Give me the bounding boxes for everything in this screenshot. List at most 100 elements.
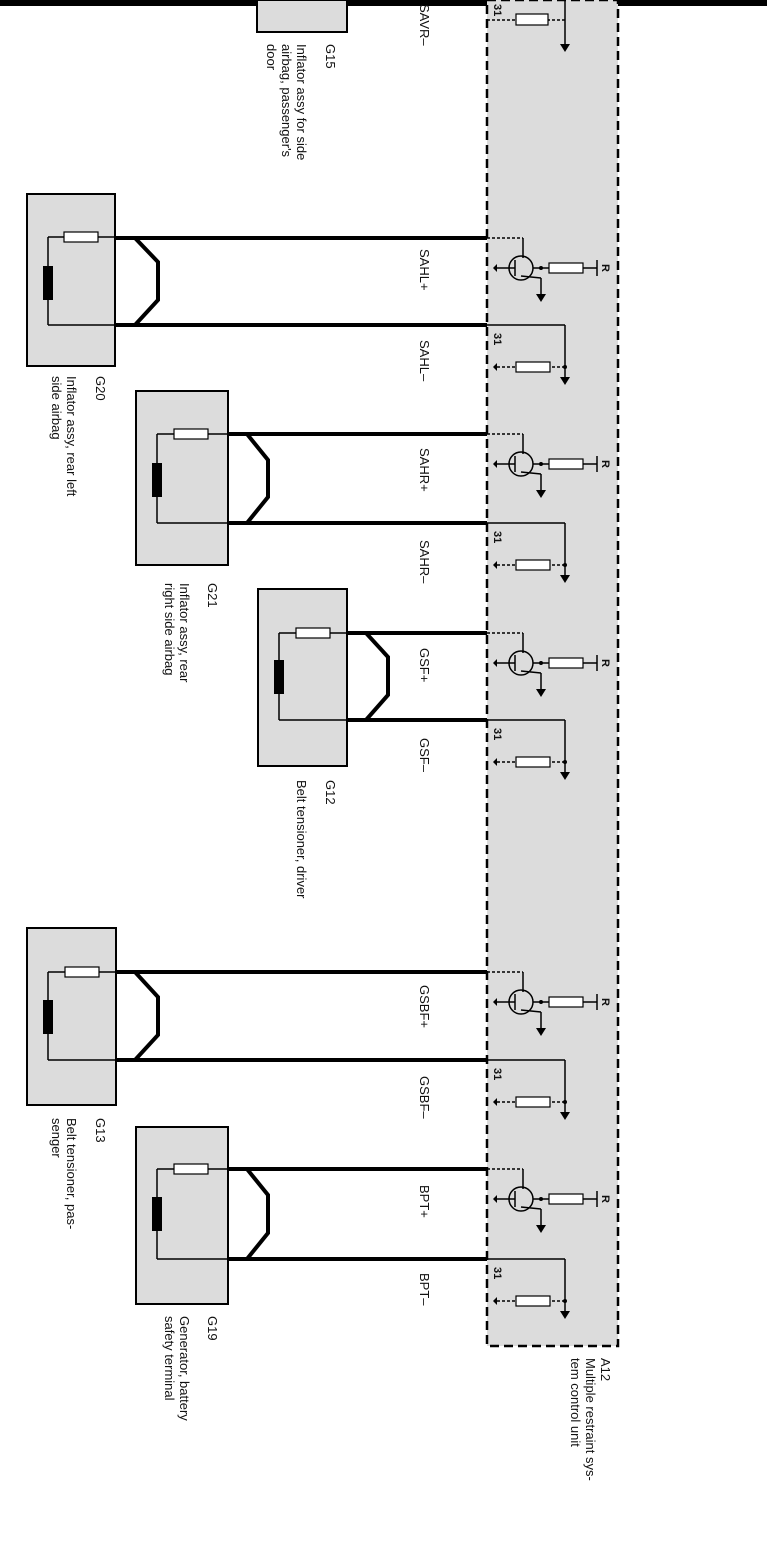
base-terminal-arrow	[493, 998, 497, 1006]
ground-arrow	[560, 1112, 570, 1120]
emitter-ground-arrow	[536, 490, 546, 498]
control-unit-a12-box	[485, 0, 620, 1348]
component-g20-id: G20	[93, 376, 108, 401]
pin-label-31: 31	[491, 531, 503, 543]
pin-label-r: R	[599, 659, 611, 667]
component-g12-id: G12	[323, 780, 338, 805]
ground-terminal-arrow	[493, 1098, 497, 1106]
ground-resistor	[515, 1096, 551, 1108]
base-terminal-arrow	[493, 1195, 497, 1203]
component-g21-desc-2: right side airbag	[162, 583, 177, 676]
component-g21-id: G21	[205, 583, 220, 608]
ground-arrow	[560, 1311, 570, 1319]
signal-gsf-plus: GSF+	[417, 648, 432, 682]
junction-dot	[563, 563, 567, 567]
base-terminal-arrow	[493, 460, 497, 468]
signal-gsbf-minus: GSBF–	[417, 1076, 432, 1119]
top-border	[0, 0, 767, 6]
signal-bpt-plus: BPT+	[417, 1185, 432, 1218]
component-g15-box	[256, 0, 348, 33]
wire-sahl-plus	[115, 236, 160, 327]
pin-label-31: 31	[491, 1068, 503, 1080]
transistor-emitter	[520, 1009, 542, 1013]
component-g20-desc-2: side airbag	[49, 376, 64, 440]
signal-gsf-minus: GSF–	[417, 738, 432, 773]
ground-arrow	[560, 575, 570, 583]
ground-terminal-arrow	[493, 561, 497, 569]
junction-dot	[563, 1100, 567, 1104]
component-g15-desc-3: door	[264, 44, 279, 71]
a12-ground-circuit-0: 31	[487, 0, 570, 52]
component-g19-desc-2: safety terminal	[162, 1316, 177, 1401]
component-g13-id: G13	[93, 1118, 108, 1143]
junction-dot	[563, 365, 567, 369]
pin-label-31: 31	[491, 1267, 503, 1279]
a12-internal-circuits: R R R R R 31 31 31 31 31	[487, 237, 611, 1319]
resistor-symbol	[548, 1193, 584, 1205]
ground-resistor	[515, 361, 551, 373]
base-terminal-arrow	[493, 264, 497, 272]
component-g20-desc-1: Inflator assy, rear left	[64, 376, 79, 497]
pin-label-r: R	[599, 1195, 611, 1203]
pin-label-31: 31	[491, 333, 503, 345]
component-g15-id: G15	[323, 44, 338, 69]
signal-gsbf-plus: GSBF+	[417, 985, 432, 1028]
junction-dot	[563, 1299, 567, 1303]
junction-dot	[539, 462, 543, 466]
pin-label-r: R	[599, 998, 611, 1006]
resistor-symbol	[548, 996, 584, 1008]
control-unit-a12-id: A12	[598, 1358, 613, 1381]
svg-text:31: 31	[491, 4, 503, 16]
component-g13-desc-2: senger	[49, 1118, 64, 1158]
junction-dot	[539, 661, 543, 665]
component-g19-desc-1: Generator, battery	[177, 1316, 192, 1421]
pin-label-r: R	[599, 264, 611, 272]
component-g15-desc-1: Inflator assy for side	[294, 44, 309, 160]
transistor-emitter	[520, 471, 542, 475]
emitter-ground-arrow	[536, 689, 546, 697]
signal-bpt-minus: BPT–	[417, 1273, 432, 1306]
component-g12-desc-1: Belt tensioner, driver	[294, 780, 309, 899]
component-g20	[26, 193, 116, 367]
signal-sahr-plus: SAHR+	[417, 448, 432, 492]
ground-terminal-arrow	[493, 363, 497, 371]
emitter-ground-arrow	[536, 1225, 546, 1233]
ground-terminal-arrow	[493, 1297, 497, 1305]
emitter-ground-arrow	[536, 1028, 546, 1036]
ground-terminal-arrow	[493, 758, 497, 766]
junction-dot	[539, 266, 543, 270]
ground-arrow	[560, 377, 570, 385]
signal-savr-minus: SAVR–	[417, 4, 432, 46]
pin-label-r: R	[599, 460, 611, 468]
base-terminal-arrow	[493, 659, 497, 667]
wire-sahr-plus	[228, 432, 270, 525]
component-g13-desc-1: Belt tensioner, pas-	[64, 1118, 79, 1229]
junction-dot	[563, 760, 567, 764]
control-unit-a12-desc-2: tem control unit	[568, 1358, 583, 1447]
transistor-emitter	[520, 1206, 542, 1210]
wire-bpt-plus	[228, 1167, 270, 1261]
component-g21	[135, 390, 229, 566]
transistor-emitter	[520, 275, 542, 279]
ground-resistor	[515, 1295, 551, 1307]
resistor-symbol	[548, 657, 584, 669]
junction-dot	[539, 1000, 543, 1004]
ground-arrow	[560, 772, 570, 780]
wire-gsf-plus	[347, 631, 390, 722]
transistor-emitter	[520, 670, 542, 674]
emitter-ground-arrow	[536, 294, 546, 302]
ground-resistor	[515, 559, 551, 571]
component-g19-id: G19	[205, 1316, 220, 1341]
component-g12	[257, 588, 348, 767]
control-unit-a12-desc-1: Multiple restraint sys-	[583, 1358, 598, 1481]
junction-dot	[539, 1197, 543, 1201]
ground-resistor	[515, 756, 551, 768]
resistor-symbol	[548, 262, 584, 274]
component-g15-desc-2: airbag, passenger's	[279, 44, 294, 158]
signal-sahr-minus: SAHR–	[417, 540, 432, 584]
resistor-symbol	[548, 458, 584, 470]
signal-sahl-plus: SAHL+	[417, 249, 432, 291]
pin-label-31: 31	[491, 728, 503, 740]
component-g19	[135, 1126, 229, 1305]
